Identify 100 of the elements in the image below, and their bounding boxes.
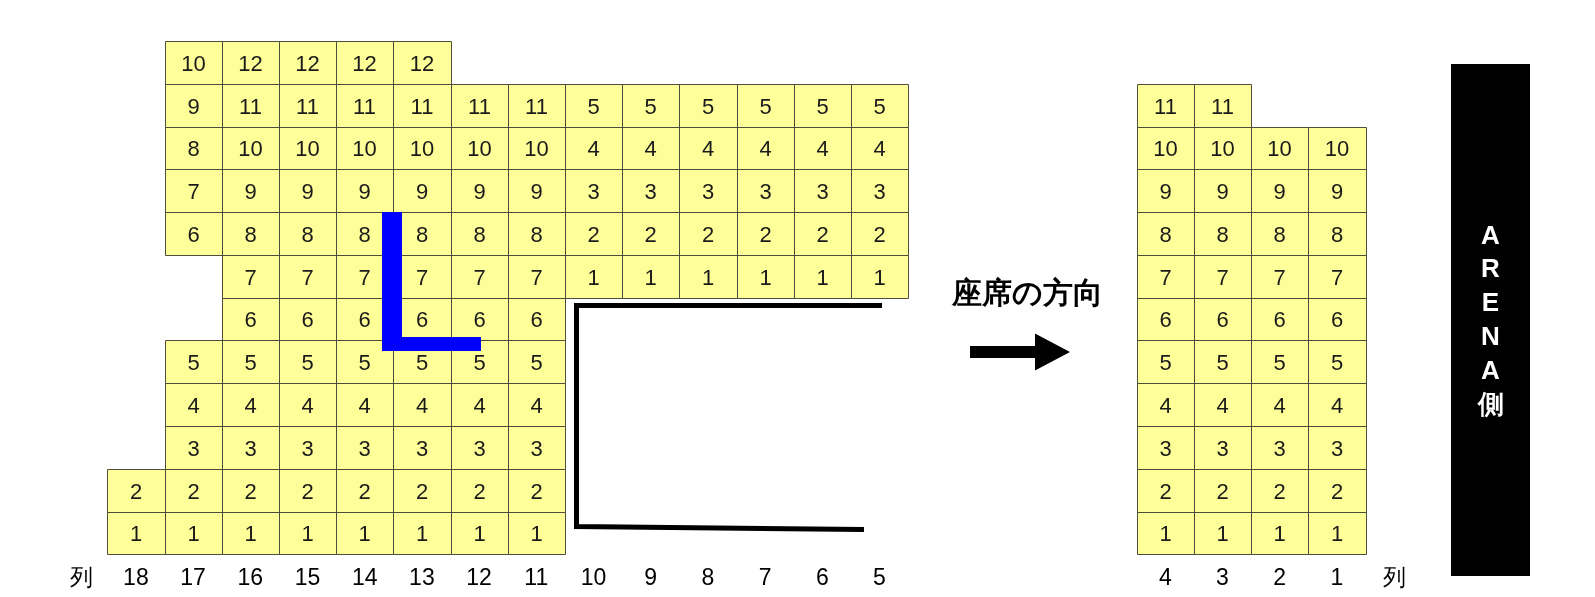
seat-box (1308, 512, 1366, 554)
seat-box (279, 169, 336, 212)
seat-box (222, 255, 279, 298)
seat-box (851, 127, 908, 169)
seat-number: 11 (353, 96, 376, 117)
seat-box (1308, 298, 1366, 340)
row-number: 6 (815, 564, 829, 590)
seat-number: 6 (1330, 310, 1344, 330)
seat-box (737, 212, 794, 255)
seat-number: 4 (759, 139, 772, 159)
seat-number: 1 (301, 524, 314, 544)
seat-box (1251, 426, 1308, 469)
seat-number: 4 (816, 139, 829, 159)
seat-box (565, 84, 622, 127)
seat-box (336, 512, 393, 554)
seat-number: 2 (1273, 481, 1286, 502)
seat-number: 7 (244, 267, 257, 288)
seat-box (165, 84, 222, 127)
seat-number: 7 (1159, 267, 1172, 288)
seat-number: 7 (1216, 267, 1229, 288)
seat-number: 1 (759, 267, 772, 288)
seat-box (393, 84, 451, 127)
seat-number: 3 (1273, 438, 1286, 459)
seat-box (393, 127, 451, 169)
seat-box (279, 255, 336, 298)
seat-box (336, 84, 393, 127)
seat-box (222, 426, 279, 469)
seat-box (222, 340, 279, 383)
seat-box (451, 84, 508, 127)
seat-number: 1 (644, 267, 657, 288)
seat-number: 10 (524, 139, 549, 159)
seat-number: 10 (181, 53, 206, 74)
seat-box (565, 255, 622, 298)
seat-number: 7 (1273, 267, 1286, 288)
seat-number: 6 (1273, 310, 1286, 330)
seat-box (565, 169, 622, 212)
seat-box (851, 255, 908, 298)
seat-box (565, 127, 622, 169)
seat-number: 9 (415, 181, 429, 202)
seat-number: 6 (358, 310, 371, 330)
seat-box (451, 383, 508, 426)
seat-number: 8 (187, 139, 200, 159)
seat-number: 6 (473, 310, 486, 330)
seat-number: 8 (301, 224, 314, 245)
seat-box (1308, 127, 1366, 169)
seat-number: 8 (1159, 224, 1172, 245)
row-number: 13 (409, 564, 435, 590)
seat-number: 11 (410, 96, 434, 117)
seat-number: 8 (244, 224, 257, 245)
seat-number: 3 (187, 438, 200, 459)
seat-number: 8 (1216, 224, 1229, 245)
direction-label: 座席の方向 (951, 276, 1103, 310)
seat-number: 3 (1159, 438, 1172, 459)
seat-number: 3 (759, 181, 772, 202)
seat-box (1194, 383, 1251, 426)
seat-box (737, 127, 794, 169)
seat-number: 5 (301, 352, 314, 373)
seat-number: 9 (187, 96, 200, 117)
seat-box (393, 351, 451, 383)
seat-box (1251, 127, 1308, 169)
seat-box (393, 469, 451, 512)
seat-box (1137, 340, 1194, 383)
seat-number: 4 (244, 395, 257, 416)
seat-number: 2 (759, 224, 772, 245)
seat-box (1308, 383, 1366, 426)
row-number: 18 (123, 564, 149, 590)
seat-box (1137, 255, 1194, 298)
seat-box (1137, 512, 1194, 554)
seat-box (165, 426, 222, 469)
seat-box (508, 298, 565, 340)
seat-box (794, 127, 851, 169)
seat-box (1194, 426, 1251, 469)
seat-number: 5 (587, 96, 600, 117)
seat-box (222, 41, 279, 84)
seat-number: 5 (759, 96, 772, 117)
seat-number: 5 (873, 96, 886, 117)
seat-box (737, 169, 794, 212)
row-number: 14 (351, 564, 378, 590)
seat-number: 9 (1159, 181, 1172, 202)
seat-box (165, 383, 222, 426)
seat-number: 3 (644, 181, 657, 202)
seat-box (336, 41, 393, 84)
seat-number: 2 (644, 224, 657, 245)
seat-box (107, 469, 165, 512)
seat-box (508, 127, 565, 169)
seat-number: 5 (1159, 352, 1172, 373)
row-number: 9 (644, 564, 658, 590)
seat-number: 4 (873, 139, 886, 159)
seat-box (737, 84, 794, 127)
seat-box (165, 340, 222, 383)
seat-number: 7 (301, 267, 314, 288)
seat-number: 6 (530, 310, 543, 330)
seat-box (1194, 169, 1251, 212)
seat-box (1308, 212, 1366, 255)
seat-number: 2 (873, 224, 886, 245)
seat-box (1251, 169, 1308, 212)
seat-box (1137, 383, 1194, 426)
seat-number: 9 (1330, 181, 1344, 202)
arena-side-label: ARENA側 (1477, 218, 1504, 421)
seat-number: 6 (244, 310, 257, 330)
